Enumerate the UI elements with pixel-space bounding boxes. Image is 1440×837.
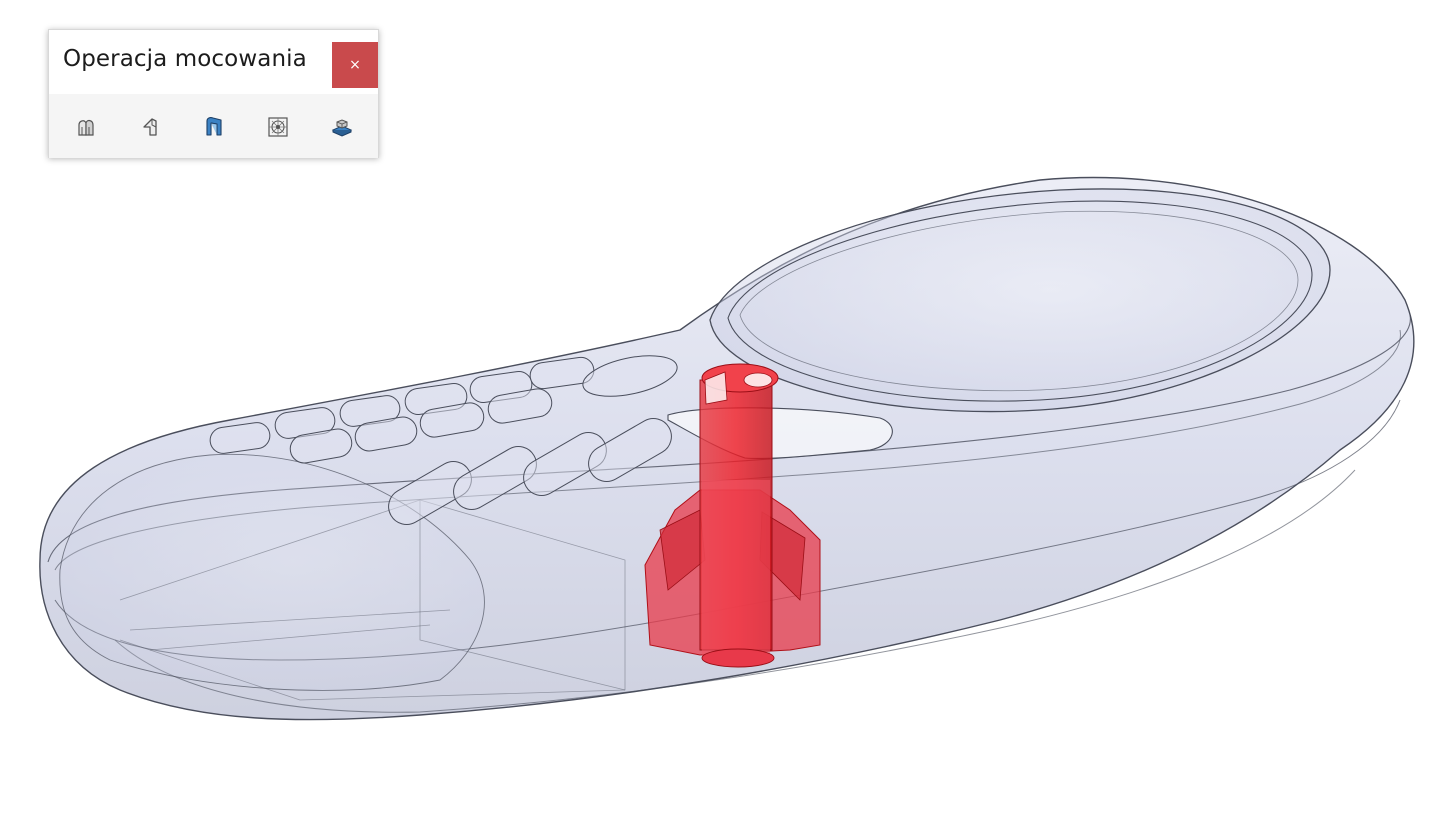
tool-cylinder-pair[interactable] [69,110,103,144]
tool-grid-target[interactable] [261,110,295,144]
key-nav [582,355,678,397]
mount-tools-toolbar [49,94,378,158]
screen-recess[interactable] [709,188,1331,413]
key-row2-2 [354,416,418,452]
dialog-title: Operacja mocowania [63,46,307,72]
screen-outer-rim [709,188,1331,413]
stacked-plate-icon [331,119,353,137]
key-row3-3 [523,432,607,496]
key-row2-1 [289,428,353,464]
keypad[interactable] [208,348,680,531]
key-row2-3 [419,402,485,438]
cylinder-pair-icon [78,119,94,136]
boss-bottom [701,648,775,668]
casing-inner-box-top [119,499,421,601]
boss-top-notch [704,371,728,405]
screen-inner-rim-2 [739,210,1299,392]
clip-bracket-icon [206,117,222,136]
key-row3-4 [588,418,672,482]
screen-inner-rim [727,200,1313,402]
key-row3-1 [388,461,472,525]
casing-inner-box [419,499,626,691]
boss-shaft-lower [702,480,770,660]
dialog-header: Operacja mocowania × [49,30,378,94]
tool-clip-bracket[interactable] [197,110,231,144]
close-button[interactable]: × [332,42,378,88]
mounting-boss-part[interactable] [644,363,821,668]
casing-lower-lines [129,609,451,651]
key-row2-4 [487,388,553,424]
casing-inner-box-base [119,639,626,701]
key-row1-6 [529,356,595,390]
tool-angled-block[interactable] [133,110,167,144]
key-row3-2 [453,446,537,510]
casing-front-dome [59,453,485,691]
casing-bottom-edge [114,469,1356,713]
grid-target-icon [268,117,288,137]
angled-block-icon [143,118,157,136]
mount-operation-dialog: Operacja mocowania × [48,29,379,158]
tool-stacked-plate[interactable] [325,110,359,144]
key-row1-1 [209,422,271,454]
boss-hole [743,372,773,388]
